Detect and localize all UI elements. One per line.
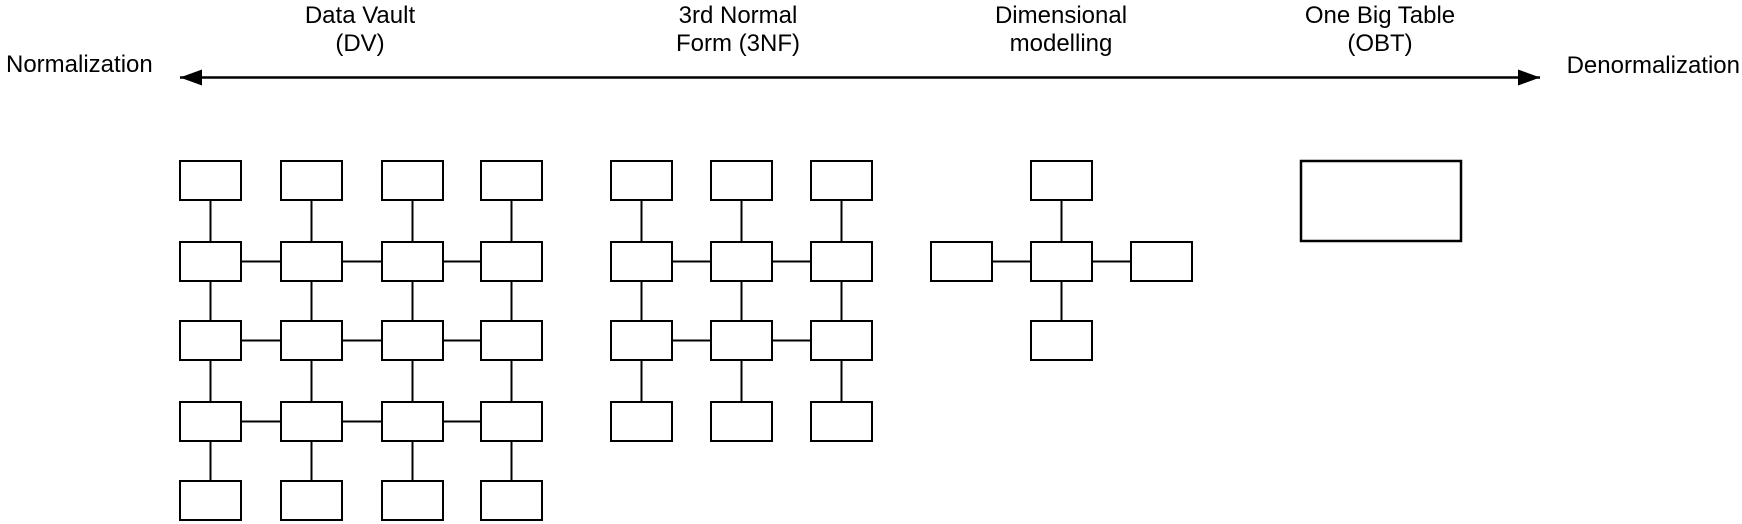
entity-box-third-normal-form [610,160,673,201]
entity-box-dimensional-modelling [1030,241,1093,282]
entity-box-data-vault [280,401,343,442]
entity-box-data-vault [280,241,343,282]
entity-box-data-vault [381,241,444,282]
label-third-normal-form-line2: Form (3NF) [676,30,800,57]
entity-box-dimensional-modelling [1130,241,1193,282]
entity-box-data-vault [179,241,242,282]
entity-box-third-normal-form [610,320,673,361]
entity-box-data-vault [480,320,543,361]
entity-box-third-normal-form [710,160,773,201]
entity-box-third-normal-form [810,401,873,442]
entity-box-third-normal-form [710,241,773,282]
label-dimensional-modelling-line1: Dimensional [994,2,1128,29]
entity-box-data-vault [381,320,444,361]
entity-box-data-vault [280,160,343,201]
label-third-normal-form-line1: 3rd Normal [678,2,798,29]
label-data-vault-line1: Data Vault [304,2,416,29]
label-data-vault: Data Vault (DV) [210,2,510,58]
entity-box-dimensional-modelling [1030,160,1093,201]
entity-box-third-normal-form [810,160,873,201]
label-one-big-table-line1: One Big Table [1304,2,1456,29]
entity-box-data-vault [381,401,444,442]
entity-box-third-normal-form [810,320,873,361]
entity-box-data-vault [480,480,543,521]
entity-box-one-big-table [1299,159,1463,243]
label-third-normal-form: 3rd Normal Form (3NF) [588,2,888,58]
entity-box-third-normal-form [810,241,873,282]
label-dimensional-modelling: Dimensional modelling [911,2,1211,58]
entity-box-data-vault [179,320,242,361]
entity-box-data-vault [480,401,543,442]
entity-box-data-vault [280,480,343,521]
entity-box-third-normal-form [610,241,673,282]
entity-box-third-normal-form [710,320,773,361]
entity-box-data-vault [480,160,543,201]
entity-box-data-vault [179,160,242,201]
entity-box-data-vault [179,480,242,521]
label-data-vault-line2: (DV) [335,30,385,57]
entity-box-dimensional-modelling [930,241,993,282]
label-dimensional-modelling-line2: modelling [1009,30,1113,57]
entity-box-data-vault [381,160,444,201]
label-one-big-table: One Big Table (OBT) [1230,2,1530,58]
denormalization-label: Denormalization [1566,52,1740,79]
entity-box-data-vault [381,480,444,521]
entity-box-third-normal-form [710,401,773,442]
entity-box-data-vault [179,401,242,442]
normalization-label: Normalization [6,51,153,78]
entity-box-data-vault [480,241,543,282]
entity-box-data-vault [280,320,343,361]
entity-box-third-normal-form [610,401,673,442]
entity-box-dimensional-modelling [1030,320,1093,361]
label-one-big-table-line2: (OBT) [1347,30,1413,57]
